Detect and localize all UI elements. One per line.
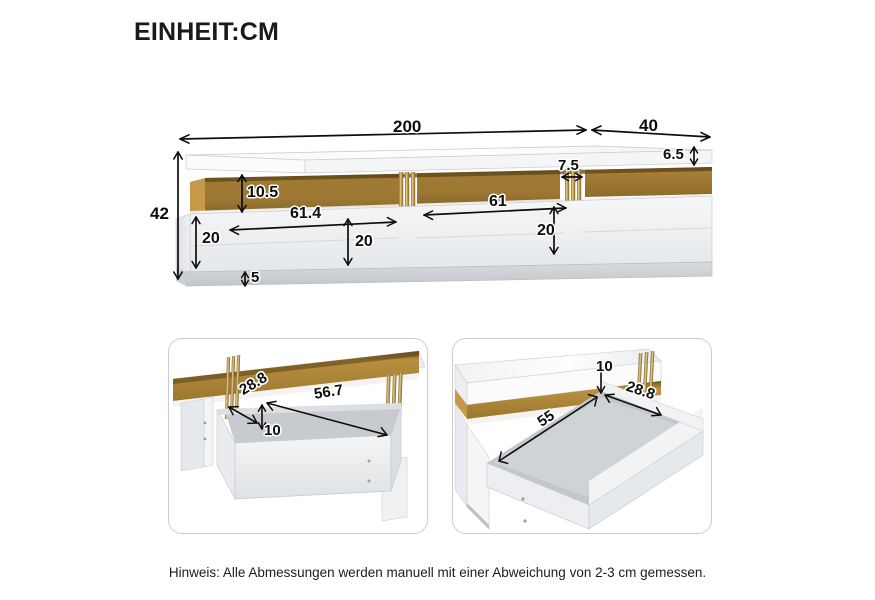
detail-left-label-width: 56.7: [312, 381, 345, 403]
detail-panel-drawer-front: 28.8 56.7 10: [168, 338, 428, 534]
dimension-label-width-total: 200: [393, 117, 422, 136]
dimension-label-plinth-height: 5: [251, 269, 260, 286]
measurement-note: Hinweis: Alle Abmessungen werden manuell…: [168, 565, 707, 580]
dimension-label-open-shelf-height: 10.5: [247, 184, 279, 201]
detail-panel-drawer-open: 10 28.8 55: [452, 338, 712, 534]
dimension-label-drawer-height-right: 20: [537, 222, 555, 239]
main-product-illustration: 200 40 6.5 42 10.5 61.4 61 20 20 20 7.5 …: [150, 116, 713, 287]
dimension-label-depth-total: 40: [639, 116, 658, 135]
dimension-label-top-thickness: 6.5: [663, 146, 684, 163]
page-title: EINHEIT:CM: [134, 18, 280, 46]
dimension-label-drawer-height-mid: 20: [355, 233, 373, 250]
detail-left-label-height: 10: [264, 422, 281, 439]
detail-right-label-height: 10: [596, 358, 613, 375]
dimension-label-gold-strip-width: 7.5: [558, 157, 579, 174]
dimension-label-drawer-right-width: 61: [489, 193, 507, 210]
dimension-label-drawer-left-width: 61.4: [290, 205, 322, 222]
dimension-label-drawer-height-left: 20: [202, 230, 220, 247]
dimension-label-height-total: 42: [150, 204, 169, 223]
